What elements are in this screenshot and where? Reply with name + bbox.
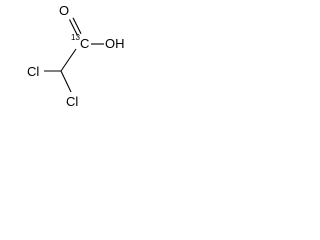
- labeled-carbon-label: C: [80, 36, 89, 51]
- chlorine-left-label: Cl: [27, 64, 39, 79]
- carbonyl-double-bond-line-2: [72, 17, 82, 35]
- chlorine-right-label: Cl: [66, 94, 78, 109]
- chemical-structure-diagram: O 13 C OH Cl Cl: [27, 3, 125, 109]
- carbonyl-double-bond-line-1: [69, 19, 78, 36]
- carbon-carbon-bond: [60, 48, 77, 72]
- carbon-chlorine-bond-right: [60, 70, 72, 93]
- hydroxyl-label: OH: [105, 36, 125, 51]
- carbon-13-isotope-label: 13: [71, 33, 80, 42]
- carbonyl-oxygen-label: O: [59, 3, 69, 18]
